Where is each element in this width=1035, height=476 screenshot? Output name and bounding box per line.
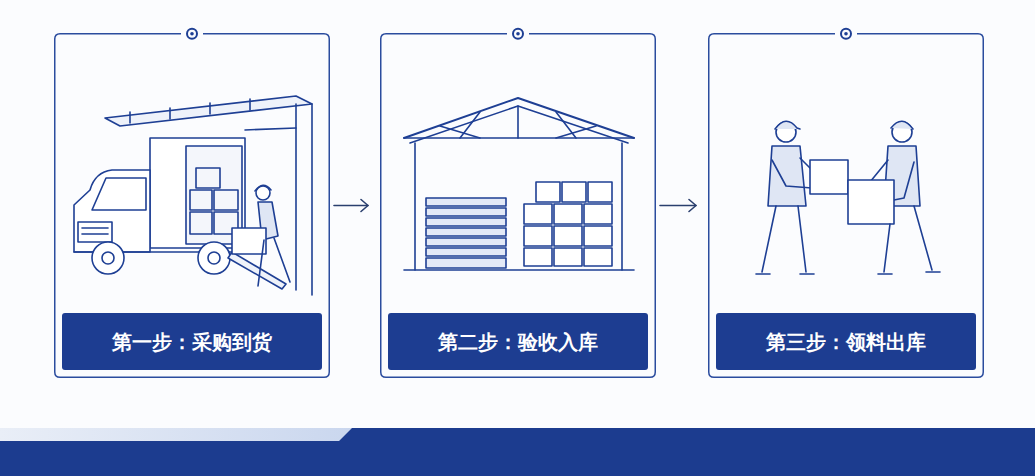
step-label: 第一步：采购到货 [112, 330, 272, 354]
step-card: 第二步：验收入库 [380, 33, 656, 378]
pallet-stack [426, 198, 506, 268]
step-card: 第三步：领料出库 [708, 33, 984, 378]
card-border [381, 34, 656, 378]
workers-scene [756, 121, 940, 274]
step-label-bar: 第二步：验收入库 [388, 313, 648, 370]
pin-dot [190, 32, 194, 36]
light-stripe [0, 428, 362, 441]
truck-scene [74, 96, 312, 295]
step-label-bar: 第三步：领料出库 [716, 313, 976, 370]
step-label: 第三步：领料出库 [766, 330, 926, 354]
dark-band [0, 428, 1035, 476]
box-stack [524, 182, 612, 266]
card-border [709, 34, 984, 378]
pin-icon [187, 29, 197, 39]
warehouse-scene [404, 98, 634, 270]
flow-arrow [660, 200, 696, 212]
pin-icon [513, 29, 523, 39]
step-card: 第一步：采购到货 [54, 33, 330, 378]
pin-icon [841, 29, 851, 39]
flow-arrow [334, 200, 368, 212]
pin-dot [844, 32, 848, 36]
step-label-bar: 第一步：采购到货 [62, 313, 322, 370]
pin-dot [516, 32, 520, 36]
step-label: 第二步：验收入库 [438, 330, 598, 354]
card-border [55, 34, 330, 378]
